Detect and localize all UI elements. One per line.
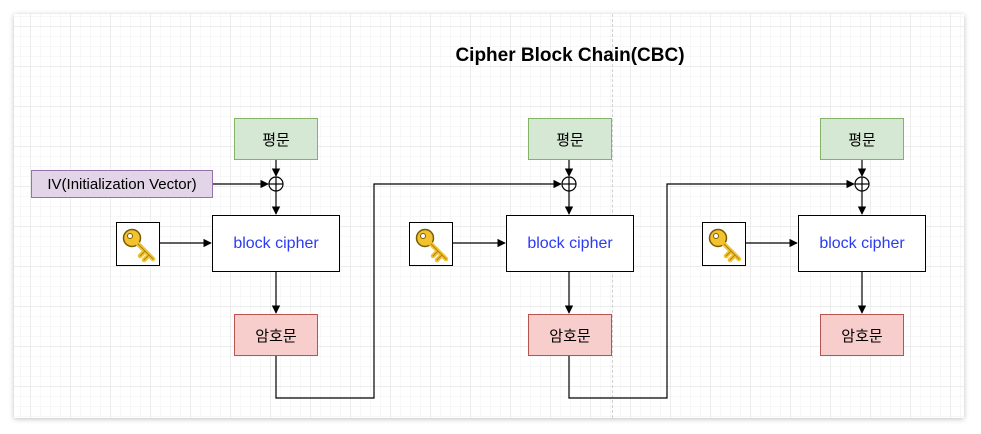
ciphertext-box-3[interactable]: 암호문 — [820, 314, 904, 356]
plaintext-box-2[interactable]: 평문 — [528, 118, 612, 160]
key-glyph — [412, 225, 450, 263]
key-icon[interactable] — [702, 222, 746, 266]
key-icon[interactable] — [116, 222, 160, 266]
ciphertext-box-2[interactable]: 암호문 — [528, 314, 612, 356]
ciphertext-box-1[interactable]: 암호문 — [234, 314, 318, 356]
xor-icon — [561, 176, 577, 192]
block-cipher-box-2[interactable]: block cipher — [506, 215, 634, 272]
block-cipher-box-3[interactable]: block cipher — [798, 215, 926, 272]
chain-connector-2 — [568, 179, 855, 399]
key-icon[interactable] — [409, 222, 453, 266]
plaintext-box-3[interactable]: 평문 — [820, 118, 904, 160]
xor-icon — [854, 176, 870, 192]
key-glyph — [119, 225, 157, 263]
plaintext-box-1[interactable]: 평문 — [234, 118, 318, 160]
xor-icon — [268, 176, 284, 192]
block-cipher-box-1[interactable]: block cipher — [212, 215, 340, 272]
key-glyph — [705, 225, 743, 263]
iv-box[interactable]: IV(Initialization Vector) — [31, 170, 213, 198]
chain-connector-1 — [275, 179, 562, 399]
diagram-title: Cipher Block Chain(CBC) — [455, 45, 685, 66]
